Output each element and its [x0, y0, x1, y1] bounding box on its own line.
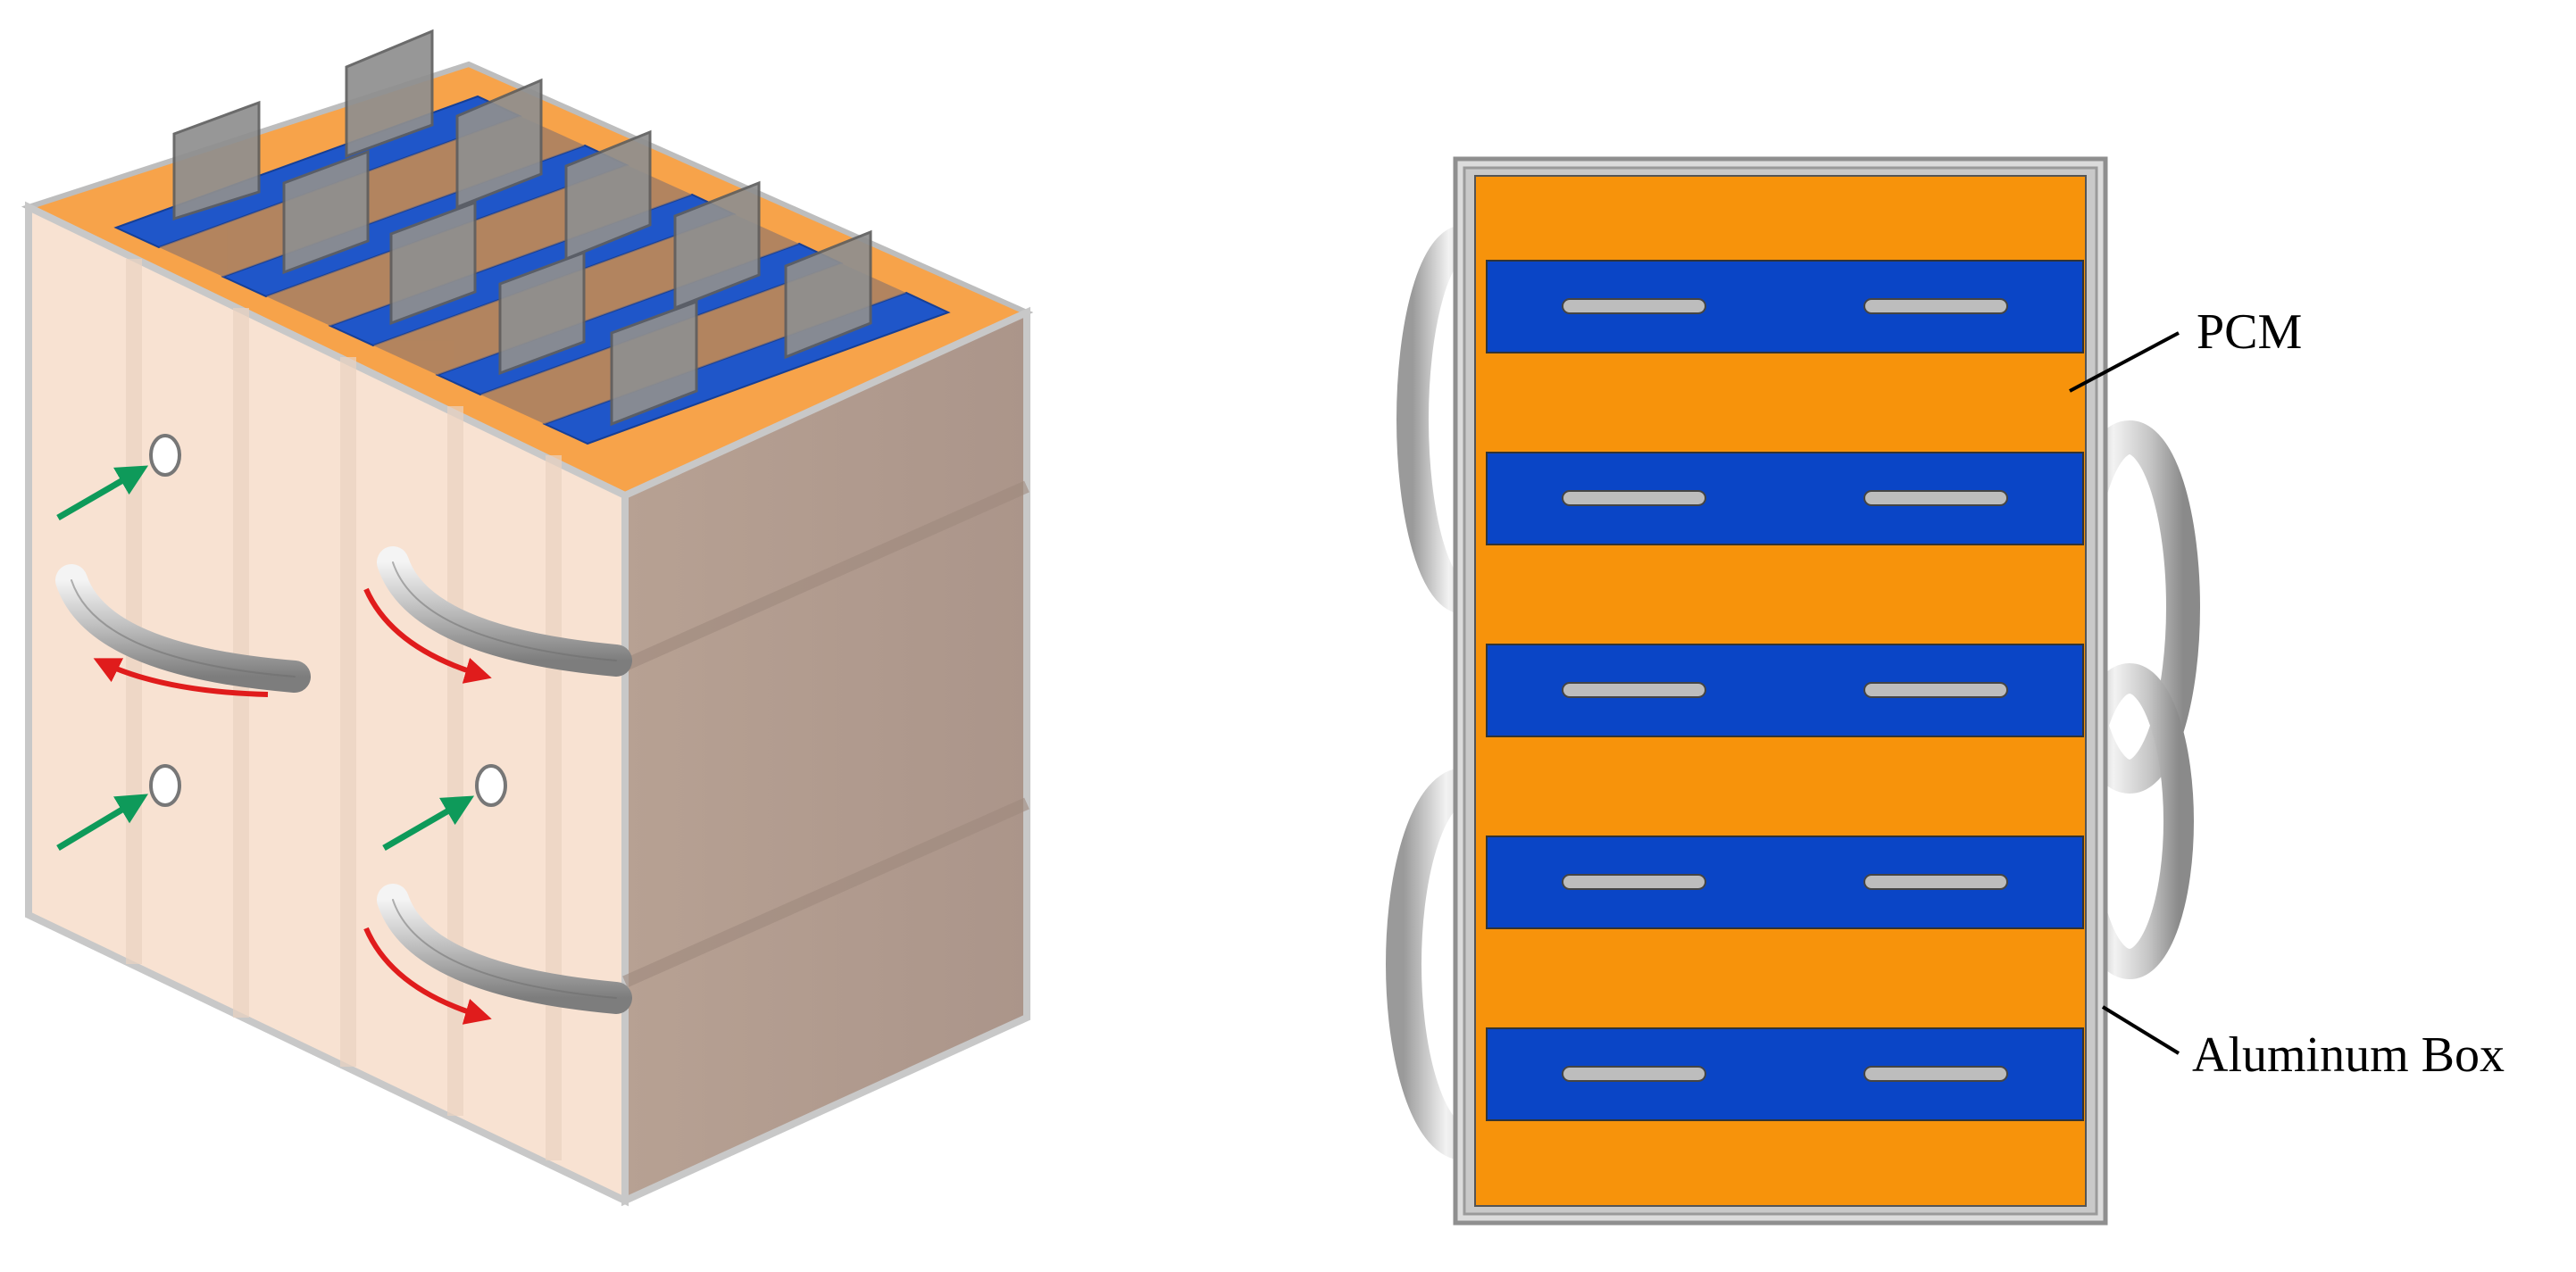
aluminum-box-label: Aluminum Box: [2192, 1027, 2505, 1083]
front-internal-bands: [622, 480, 1030, 988]
pcm-leader-line: [2069, 331, 2180, 393]
outlet-arrows: [93, 587, 492, 1025]
cell-tab-slots: [1562, 298, 2008, 1082]
isometric-battery-module: [21, 29, 1034, 1207]
cooling-tubes: [55, 546, 632, 1014]
aluminum-box-leader-line: [2101, 1005, 2180, 1055]
cell-tabs: [172, 29, 872, 427]
top-view-cross-section: PCM Aluminum Box: [1386, 156, 2505, 1226]
pcm-label: PCM: [2197, 304, 2302, 360]
inlet-ports: [149, 434, 507, 807]
inlet-arrows: [56, 465, 475, 852]
